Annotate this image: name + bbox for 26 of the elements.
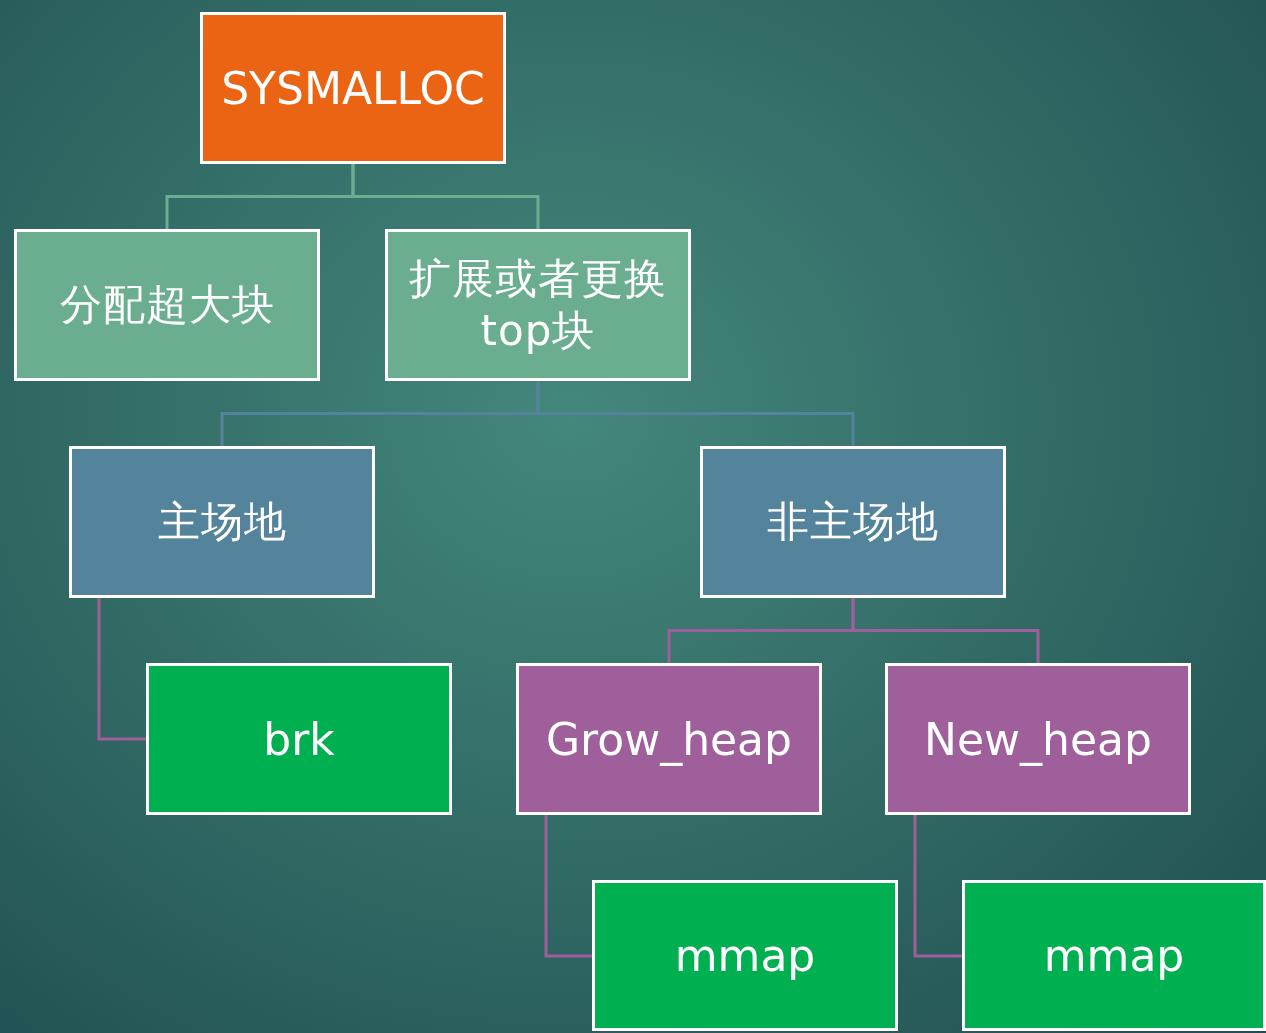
box-label: Grow_heap — [546, 712, 792, 767]
process-box — [700, 446, 1006, 598]
box-label: 主场地 — [157, 495, 287, 548]
box-label: brk — [263, 712, 335, 767]
box-label: SYSMALLOC — [221, 61, 485, 116]
process-box — [516, 663, 822, 815]
box-label: mmap — [1043, 929, 1185, 983]
process-box — [146, 663, 452, 815]
box-label: 分配超大块 — [59, 278, 275, 331]
box-label: 扩展或者更换top块 — [408, 252, 668, 357]
connector-line — [536, 381, 855, 446]
process-box — [200, 12, 506, 164]
box-label: 非主场地 — [767, 495, 939, 548]
process-box — [962, 880, 1266, 1031]
connector-line — [351, 164, 540, 229]
connector-line — [851, 598, 1040, 663]
process-box — [14, 229, 320, 381]
box-label: mmap — [674, 929, 816, 983]
connector-line — [97, 598, 146, 741]
process-box — [885, 663, 1191, 815]
box-label: New_heap — [924, 712, 1152, 767]
connector-line — [544, 815, 592, 958]
connector-line — [913, 815, 962, 958]
process-box — [69, 446, 375, 598]
process-box — [592, 880, 898, 1031]
process-box — [385, 229, 691, 381]
